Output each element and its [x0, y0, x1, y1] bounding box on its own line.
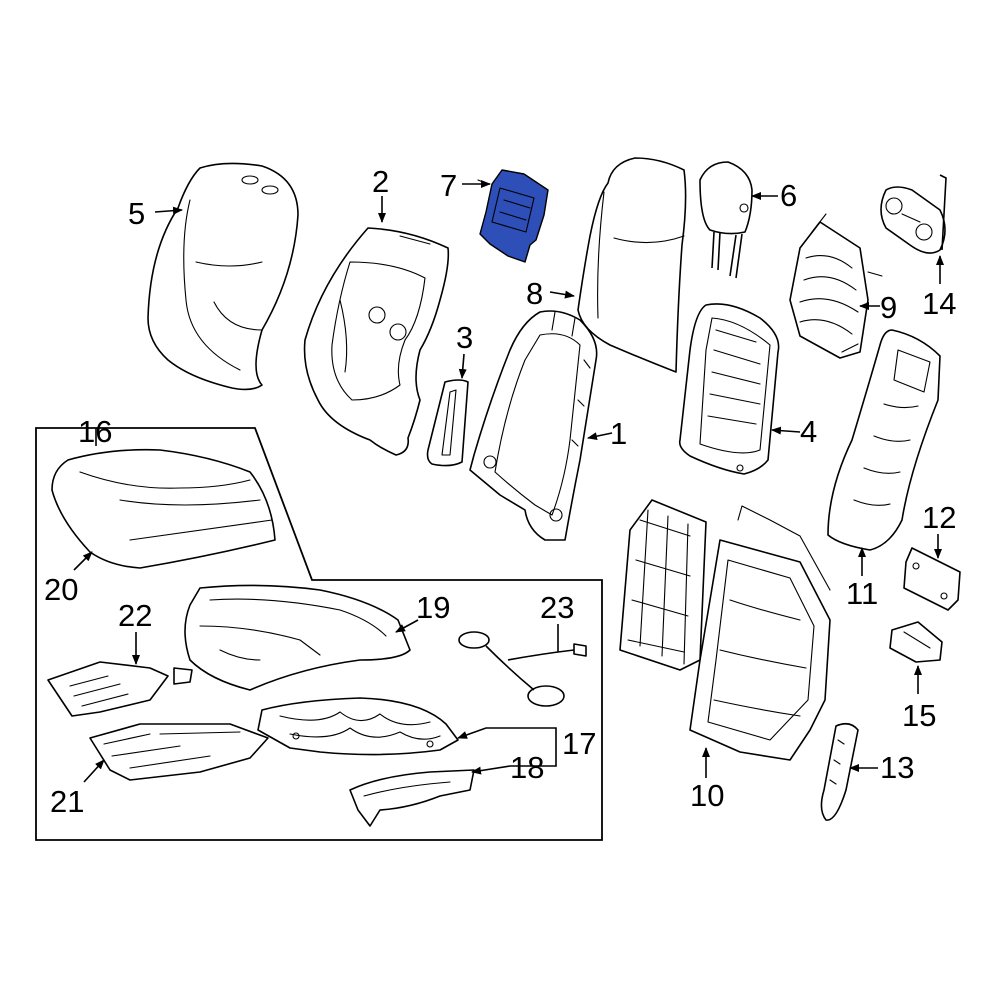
part-22-heating-mat[interactable] — [47, 661, 193, 717]
callout-7: 7 — [440, 168, 457, 203]
part-8-backrest-cushion[interactable] — [577, 157, 687, 373]
callout-11: 11 — [846, 576, 878, 611]
callout-19: 19 — [416, 590, 450, 625]
callout-9: 9 — [880, 290, 897, 325]
leader-4 — [771, 426, 801, 435]
leader-17 — [457, 727, 557, 742]
part-6-headrest[interactable] — [699, 161, 753, 279]
callout-5: 5 — [128, 196, 145, 231]
leader-3 — [458, 353, 467, 379]
callout-17: 17 — [562, 726, 596, 761]
part-1-backrest-frame[interactable] — [469, 310, 598, 541]
part-5-backrest-cover[interactable] — [147, 162, 299, 391]
part-10-rear-shell[interactable] — [619, 499, 831, 761]
part-12-bracket[interactable] — [903, 547, 961, 611]
callout-18: 18 — [510, 750, 544, 785]
callout-10: 10 — [690, 778, 724, 813]
callout-1: 1 — [610, 416, 627, 451]
part-23-harness[interactable] — [458, 631, 587, 707]
leader-20 — [73, 551, 93, 571]
callout-2: 2 — [372, 164, 389, 199]
callout-14: 14 — [922, 286, 956, 321]
callout-6: 6 — [780, 178, 797, 213]
callout-21: 21 — [50, 784, 84, 819]
part-4-back-panel[interactable] — [678, 303, 780, 475]
callout-8: 8 — [526, 276, 543, 311]
part-13-side-bracket[interactable] — [820, 722, 859, 821]
part-15-switch[interactable] — [889, 621, 943, 663]
part-2-backrest-panel[interactable] — [303, 227, 450, 456]
callout-16: 16 — [78, 414, 112, 449]
part-14-control-unit[interactable] — [880, 174, 947, 254]
part-3-side-trim[interactable] — [426, 379, 469, 467]
callout-20: 20 — [44, 572, 78, 607]
callout-4: 4 — [800, 414, 817, 449]
callout-15: 15 — [902, 698, 936, 733]
part-11-backrest-pad[interactable] — [827, 329, 941, 551]
callout-23: 23 — [540, 590, 574, 625]
callout-22: 22 — [118, 598, 152, 633]
leader-8 — [549, 290, 575, 299]
part-18-side-support[interactable] — [349, 769, 475, 827]
part-19-seat-pad[interactable] — [184, 584, 411, 691]
callout-13: 13 — [880, 750, 914, 785]
part-21-lower-mat[interactable] — [89, 723, 269, 781]
callout-3: 3 — [456, 320, 473, 355]
leader-1 — [587, 432, 613, 441]
part-20-seat-cover[interactable] — [51, 448, 276, 569]
part-7-highlighted-module[interactable] — [477, 169, 549, 263]
part-9-spring-mat[interactable] — [789, 213, 883, 359]
seat-cushion-group-box — [35, 427, 603, 841]
callout-12: 12 — [922, 500, 956, 535]
leader-5 — [154, 206, 183, 215]
part-17-seat-frame[interactable] — [257, 697, 459, 756]
leader-18 — [471, 742, 557, 775]
leader-21 — [83, 759, 105, 783]
leader-19 — [395, 619, 419, 633]
